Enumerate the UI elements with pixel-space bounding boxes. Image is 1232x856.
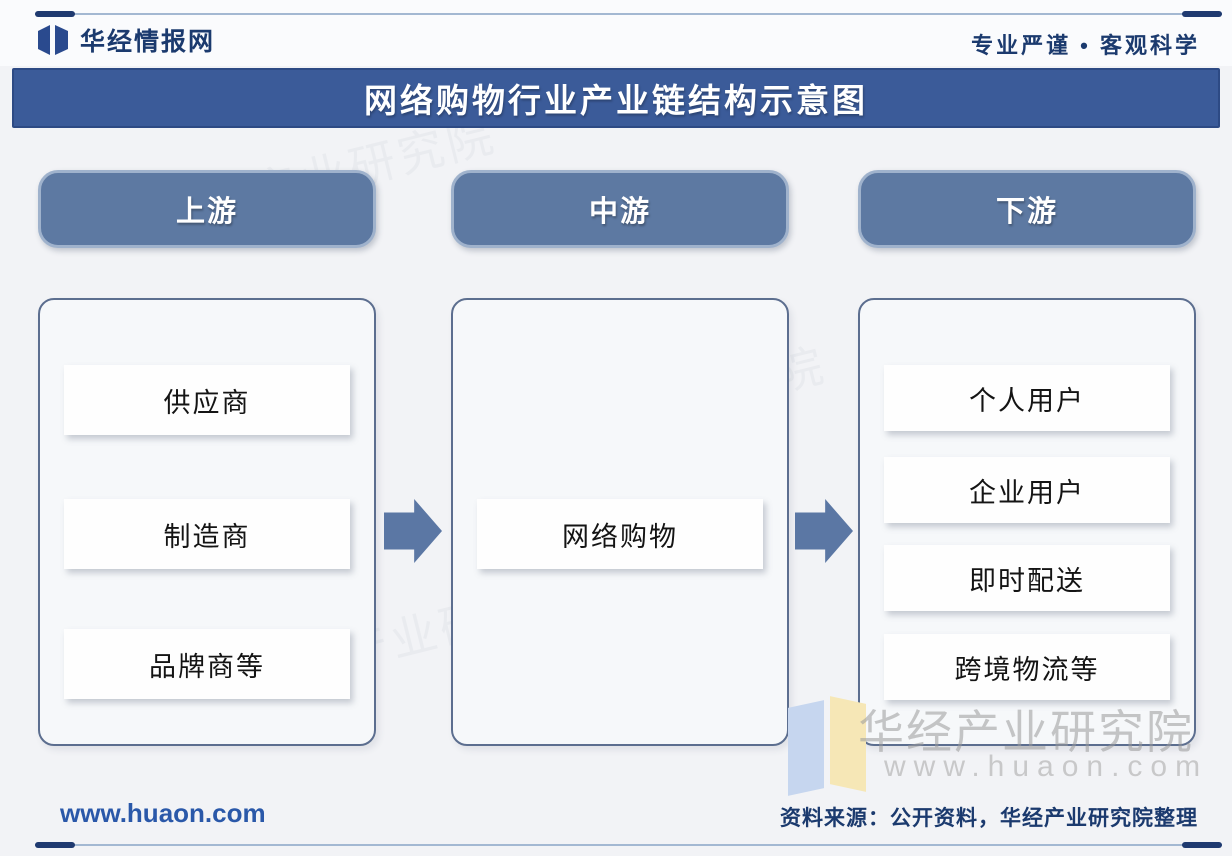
- brand-logo: 华经情报网: [36, 22, 215, 58]
- pill-downstream: 下游: [858, 170, 1196, 248]
- footer-website: www.huaon.com: [60, 798, 266, 828]
- brand-name: 华经情报网: [80, 28, 216, 56]
- midstream-item: 网络购物: [477, 499, 763, 569]
- pill-upstream: 上游: [38, 170, 376, 248]
- top-rule-left-cap: [35, 11, 75, 17]
- brand-logo-icon: [36, 24, 70, 56]
- header-slogan: 专业严谨 • 客观科学: [971, 33, 1200, 58]
- watermark-site: www.huaon.com: [884, 750, 1209, 783]
- upstream-container: 供应商 制造商 品牌商等: [38, 298, 376, 746]
- pill-midstream: 中游: [451, 170, 789, 248]
- watermark-name: 华经产业研究院: [858, 706, 1194, 758]
- downstream-item: 企业用户: [884, 457, 1170, 523]
- arrow-midstream-to-downstream-icon: [795, 499, 853, 563]
- arrow-upstream-to-midstream-icon: [384, 499, 442, 563]
- header-band: [0, 0, 1232, 66]
- downstream-item: 跨境物流等: [884, 634, 1170, 700]
- midstream-container: 网络购物: [451, 298, 789, 746]
- bottom-rule-left-cap: [35, 842, 75, 848]
- top-rule-right-cap: [1182, 11, 1222, 17]
- upstream-item: 品牌商等: [64, 629, 350, 699]
- watermark-logo-icon: [788, 700, 824, 796]
- title-bar: 网络购物行业产业链结构示意图: [12, 68, 1220, 128]
- bottom-rule: [35, 844, 1222, 846]
- pill-upstream-label: 上游: [175, 196, 238, 228]
- upstream-item: 供应商: [64, 365, 350, 435]
- bottom-rule-right-cap: [1182, 842, 1222, 848]
- footer-source-note: 资料来源：公开资料，华经产业研究院整理: [780, 807, 1198, 830]
- downstream-item: 个人用户: [884, 365, 1170, 431]
- downstream-item: 即时配送: [884, 545, 1170, 611]
- page-title: 网络购物行业产业链结构示意图: [364, 82, 868, 119]
- upstream-item: 制造商: [64, 499, 350, 569]
- top-rule: [35, 13, 1222, 15]
- pill-midstream-label: 中游: [588, 196, 651, 228]
- downstream-container: 个人用户 企业用户 即时配送 跨境物流等: [858, 298, 1196, 746]
- pill-downstream-label: 下游: [995, 196, 1058, 228]
